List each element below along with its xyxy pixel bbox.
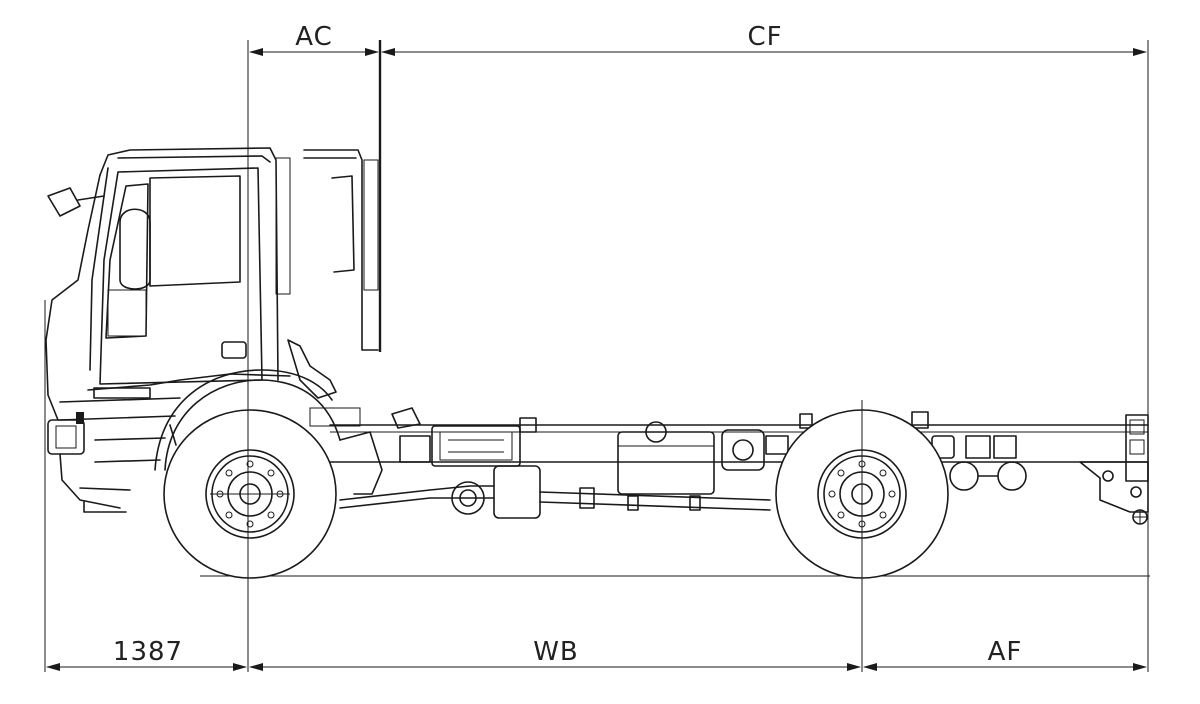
- af-label: AF: [988, 637, 1023, 667]
- dimension-lines: AC CF 1387 WB AF: [44, 22, 1149, 672]
- front-wheel: [163, 409, 337, 579]
- cf-label: CF: [747, 22, 782, 52]
- ac-label: AC: [295, 22, 332, 52]
- rear-wheel-studs: [828, 460, 896, 528]
- drivetrain: [339, 407, 1027, 519]
- front-overhang-label: 1387: [113, 637, 183, 667]
- wb-label: WB: [533, 637, 579, 667]
- cab: [45, 147, 379, 513]
